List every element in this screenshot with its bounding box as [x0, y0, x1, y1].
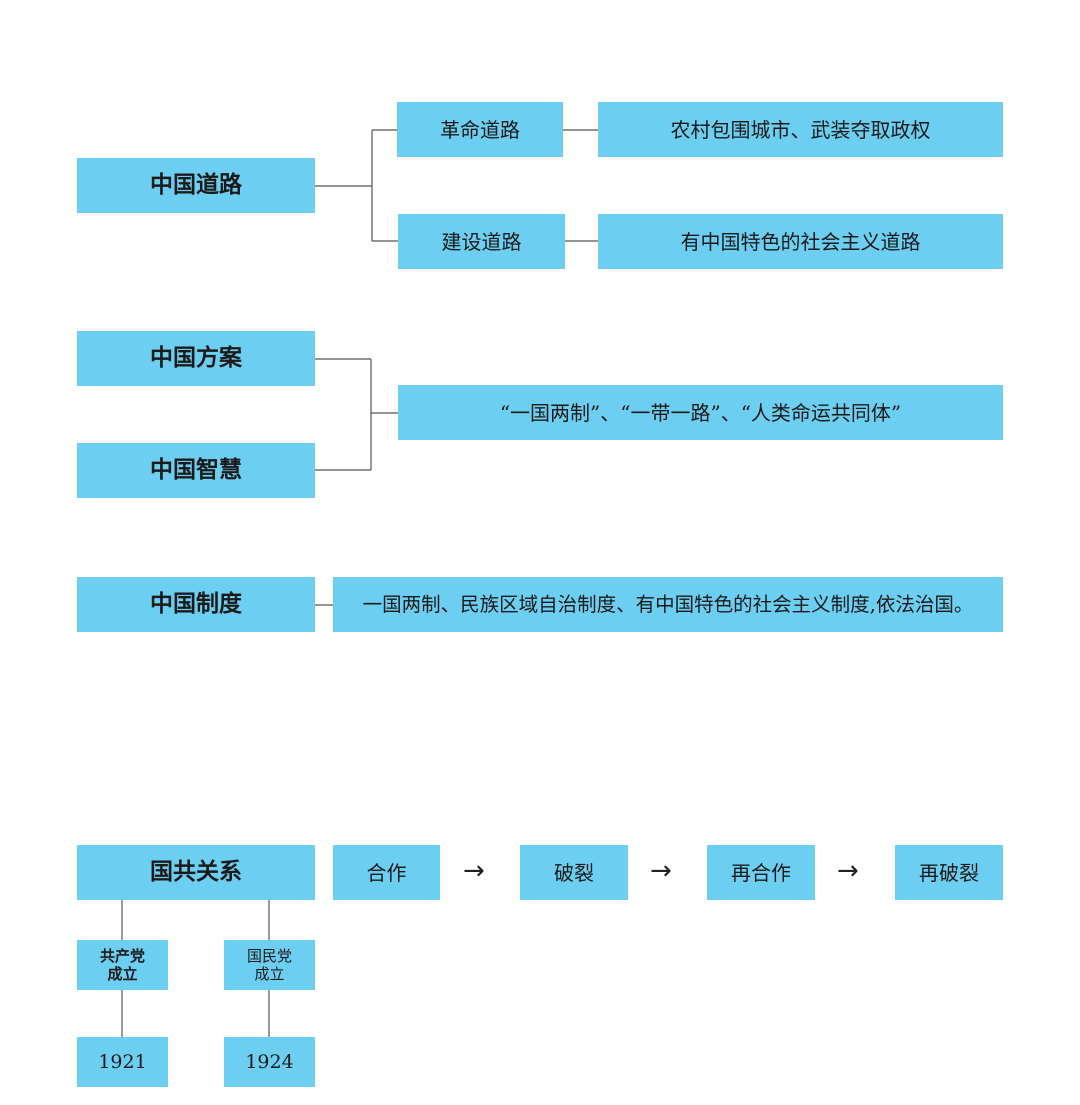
node-kmt-founded-label: 国民党成立 — [246, 947, 292, 983]
node-kmt-founded: 国民党成立 — [224, 940, 315, 990]
node-china-road: 中国道路 — [77, 158, 315, 213]
node-cpc-founded-label: 共产党成立 — [99, 947, 145, 983]
node-system-detail: 一国两制、民族区域自治制度、有中国特色的社会主义制度,依法治国。 — [333, 577, 1003, 632]
node-construction-road: 建设道路 — [398, 214, 565, 269]
node-plan-detail: “一国两制”、“一带一路”、“人类命运共同体” — [398, 385, 1003, 440]
arrow-icon: → — [650, 856, 672, 886]
arrow-icon: → — [463, 856, 485, 886]
node-revolution-road-detail: 农村包围城市、武装夺取政权 — [598, 102, 1003, 157]
stage-breakup: 破裂 — [520, 845, 628, 900]
stage-rebreakup: 再破裂 — [895, 845, 1003, 900]
node-china-wisdom: 中国智慧 — [77, 443, 315, 498]
node-revolution-road: 革命道路 — [397, 102, 563, 157]
node-year-1924: 1924 — [224, 1037, 315, 1087]
node-kmt-cpc-relations: 国共关系 — [77, 845, 315, 900]
node-year-1921: 1921 — [77, 1037, 168, 1087]
node-construction-road-detail: 有中国特色的社会主义道路 — [598, 214, 1003, 269]
arrow-icon: → — [837, 856, 859, 886]
stage-cooperation: 合作 — [333, 845, 440, 900]
node-china-system: 中国制度 — [77, 577, 315, 632]
node-china-plan: 中国方案 — [77, 331, 315, 386]
node-cpc-founded: 共产党成立 — [77, 940, 168, 990]
stage-recooperation: 再合作 — [707, 845, 815, 900]
